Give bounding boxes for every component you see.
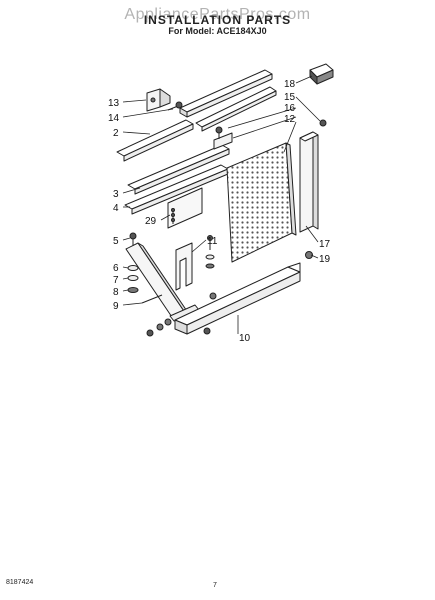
- callout-17: 17: [319, 239, 331, 250]
- seal-part-29: [167, 187, 203, 229]
- rail-part-3: [127, 144, 230, 195]
- callout-10: 10: [239, 333, 251, 344]
- page-number: 7: [213, 582, 217, 589]
- nut-part-19: [305, 251, 313, 259]
- watermark: AppliancePartsPros.com: [124, 6, 311, 23]
- leader-lines: [122, 75, 321, 334]
- callout-4: 4: [113, 203, 119, 214]
- callout-9: 9: [113, 301, 119, 312]
- rail-part-2: [116, 119, 194, 162]
- callout-labels: 13 14 2 3 4 29 5 6 7 8 9 11 18 15 16 12 …: [108, 79, 331, 344]
- bracket-part-11: [175, 242, 193, 291]
- callout-6: 6: [113, 263, 119, 274]
- bracket-part-13: [146, 88, 171, 112]
- callout-14: 14: [108, 113, 120, 124]
- plate-part-16: [213, 132, 233, 150]
- screw-part-right: [319, 119, 327, 127]
- document-number: 8187424: [6, 579, 34, 586]
- leg-part-left: [125, 242, 200, 327]
- post-part-17: [299, 131, 319, 233]
- screw-part-15: [215, 126, 223, 139]
- block-part-18: [309, 63, 334, 85]
- model-subtitle: For Model: ACE184XJ0: [168, 26, 267, 36]
- rail-part-4: [124, 164, 229, 215]
- callout-13: 13: [108, 98, 120, 109]
- callout-29: 29: [145, 216, 157, 227]
- second-rail-part: [195, 86, 277, 132]
- page-title: INSTALLATION PARTS: [143, 13, 292, 27]
- callout-2: 2: [113, 128, 119, 139]
- callout-18: 18: [284, 79, 296, 90]
- beam-part-10: [174, 262, 301, 335]
- top-rail-part: [179, 69, 273, 118]
- callout-19: 19: [319, 254, 331, 265]
- callout-16: 16: [284, 103, 296, 114]
- fasteners-bottom: [146, 318, 211, 337]
- callout-12: 12: [284, 114, 296, 125]
- callout-5: 5: [113, 236, 119, 247]
- callout-7: 7: [113, 275, 119, 286]
- fastener-stack-11: [205, 235, 217, 300]
- callout-3: 3: [113, 189, 119, 200]
- callout-8: 8: [113, 287, 119, 298]
- panel-part-12: [226, 142, 297, 263]
- screw-part-5: [129, 232, 137, 246]
- callout-15: 15: [284, 92, 296, 103]
- callout-11: 11: [207, 236, 218, 247]
